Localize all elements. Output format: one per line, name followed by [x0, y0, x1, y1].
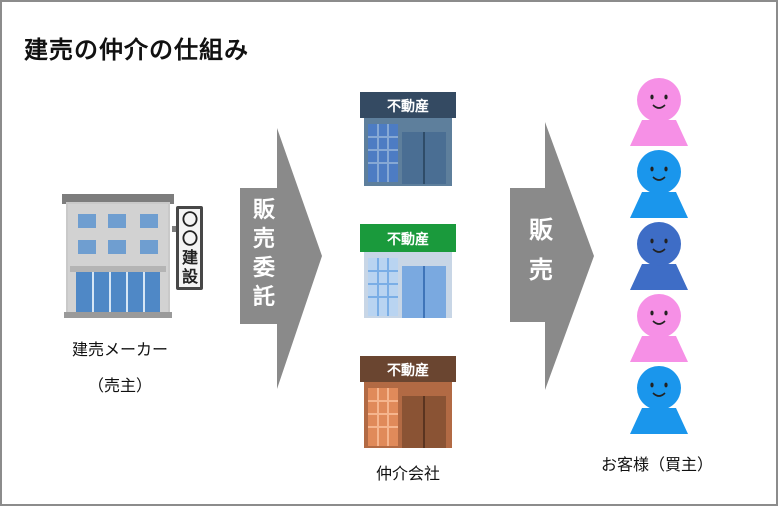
agency-brown-building-icon — [360, 356, 456, 448]
agency-label: 仲介会社 — [375, 464, 440, 483]
arrow-sales-consignment — [240, 128, 322, 389]
buyer-person-icon — [630, 366, 688, 434]
buyer-person-icon — [630, 150, 688, 218]
seller-sublabel: （売主） — [87, 376, 152, 395]
arrow-sales-consignment-text: 販売委託 — [252, 198, 275, 310]
buyer-person-icon — [630, 78, 688, 146]
agency-green-building-icon — [360, 224, 456, 318]
agency-blue-sign-text: 不動産 — [387, 98, 429, 115]
buyers-group — [630, 78, 688, 434]
seller-sign — [172, 206, 203, 290]
arrow-sales — [510, 122, 594, 390]
seller-label: 建売メーカー — [71, 340, 168, 359]
agency-green-sign-text: 不動産 — [387, 231, 429, 248]
buyer-person-icon — [630, 294, 688, 362]
seller-sign-text: 〇〇建設 — [181, 210, 198, 286]
arrow-sales-text: 販売 — [529, 216, 553, 284]
seller-building-icon — [62, 194, 174, 318]
diagram-title: 建売の仲介の仕組み — [24, 36, 249, 64]
buyer-person-icon — [630, 222, 688, 290]
agency-brown-sign-text: 不動産 — [387, 362, 429, 379]
buyer-label: お客様（買主） — [600, 455, 713, 474]
agency-blue-building-icon — [360, 92, 456, 186]
